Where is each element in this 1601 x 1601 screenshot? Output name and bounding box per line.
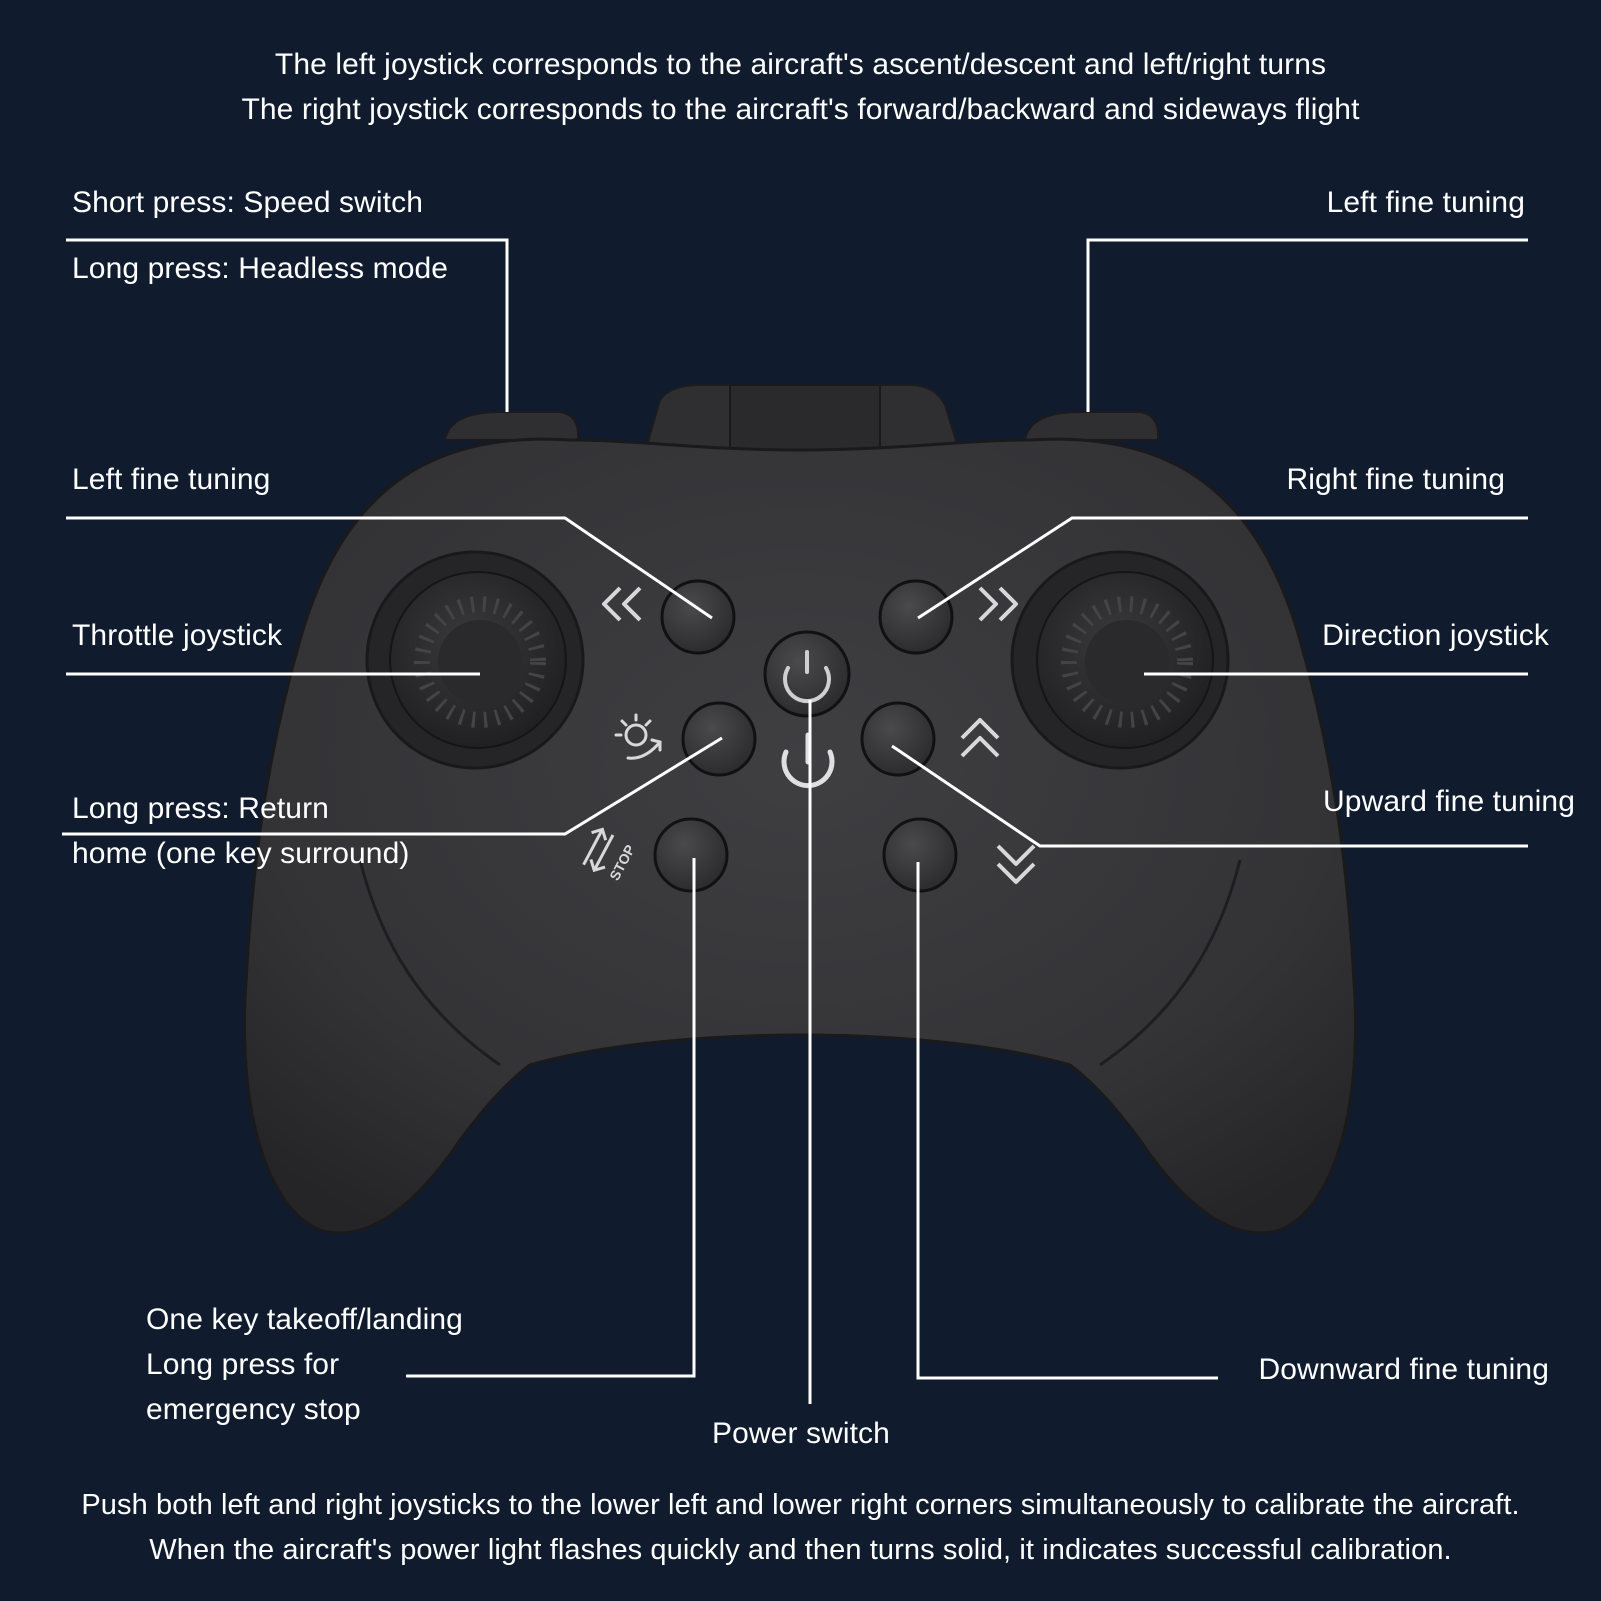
label-speed-switch-long: Long press: Headless mode: [72, 252, 449, 285]
label-direction-joystick: Direction joystick: [1322, 619, 1549, 652]
label-left-fine-tuning: Left fine tuning: [72, 463, 271, 496]
label-left-fine-tuning-top: Left fine tuning: [1326, 186, 1525, 219]
callout-speed-switch: [66, 238, 509, 412]
downward-fine-tuning-button: [882, 817, 958, 893]
footer-line-2: When the aircraft's power light flashes …: [149, 1534, 1452, 1566]
right-grip-seam: [1099, 859, 1242, 1067]
header-line-2: The right joystick corresponds to the ai…: [241, 93, 1360, 126]
callout-left-fine-tuning-top: [1086, 238, 1528, 412]
takeoff-landing-button: [653, 817, 729, 893]
power-icon: [783, 650, 831, 704]
upward-fine-tuning-button: [860, 701, 936, 777]
direction-joystick: [1010, 550, 1230, 770]
callout-downward-fine-tuning: [916, 862, 1218, 1380]
label-upward-fine-tuning: Upward fine tuning: [1323, 785, 1575, 818]
callout-return-home: [62, 736, 723, 836]
label-right-fine-tuning: Right fine tuning: [1286, 463, 1505, 496]
left-shoulder-button: [443, 411, 580, 441]
controller-body: [242, 437, 1358, 1235]
label-power-switch: Power switch: [712, 1417, 890, 1450]
left-double-chevron-icon: [602, 586, 642, 622]
label-speed-switch-short: Short press: Speed switch: [72, 186, 424, 219]
left-fine-tuning-button: [660, 579, 736, 655]
label-takeoff-line-1: One key takeoff/landing: [146, 1303, 463, 1336]
footer-line-1: Push both left and right joysticks to th…: [81, 1489, 1520, 1521]
left-grip-seam: [358, 859, 501, 1067]
callout-lines: [62, 238, 1528, 1404]
label-return-home-line-1: Long press: Return: [72, 792, 329, 825]
light-return-icon: [614, 713, 662, 760]
throttle-joystick: [365, 550, 585, 770]
callout-right-fine-tuning: [917, 516, 1528, 620]
down-double-chevron-icon: [996, 844, 1036, 884]
right-fine-tuning-button: [878, 579, 954, 655]
power-icon: [781, 732, 835, 789]
label-takeoff-line-3: emergency stop: [146, 1393, 361, 1426]
header-line-1: The left joystick corresponds to the air…: [274, 48, 1327, 81]
label-return-home-line-2: home (one key surround): [72, 837, 410, 870]
label-takeoff-line-2: Long press for: [146, 1348, 340, 1381]
callout-takeoff-landing: [406, 858, 696, 1378]
up-double-chevron-icon: [960, 718, 1000, 758]
right-shoulder-button: [1023, 411, 1160, 441]
label-downward-fine-tuning: Downward fine tuning: [1258, 1353, 1549, 1386]
right-double-chevron-icon: [978, 586, 1018, 622]
callout-left-fine-tuning: [66, 516, 713, 620]
label-throttle-joystick: Throttle joystick: [72, 619, 283, 652]
callout-upward-fine-tuning: [891, 744, 1528, 848]
